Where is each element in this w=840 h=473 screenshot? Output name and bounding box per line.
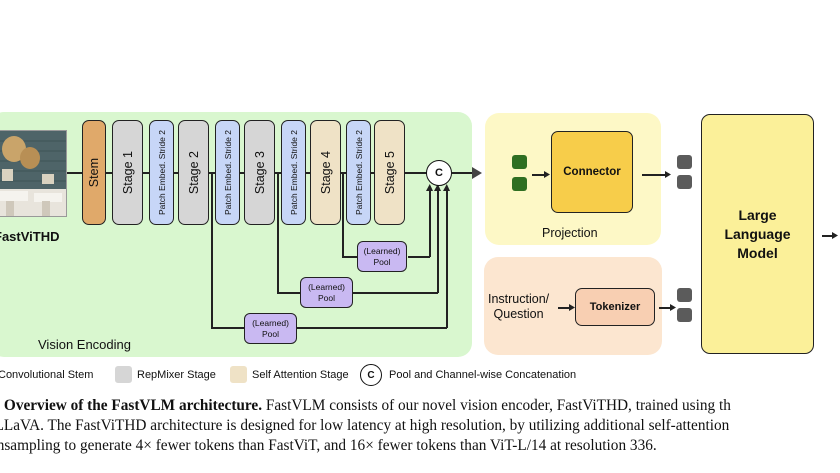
patch-embed-2-block: Patch Embed. Stride 2 xyxy=(215,120,240,225)
restaurant-photo-icon xyxy=(0,131,66,216)
instruction-label-line1: Instruction/ xyxy=(488,292,550,306)
llm-label-line1: Large xyxy=(738,206,777,223)
pool-3-line2: Pool xyxy=(261,328,279,339)
llm-block: Large Language Model xyxy=(701,114,814,354)
caption-line-1: e 2. Overview of the FastVLM architectur… xyxy=(0,396,731,416)
patch-embed-1-label: Patch Embed. Stride 2 xyxy=(156,129,167,216)
pool-1-line2: Pool xyxy=(373,256,391,267)
stem-block: Stem xyxy=(82,120,106,225)
caption-prefix: e 2. xyxy=(0,397,4,414)
skip-line-stage2-h xyxy=(211,327,245,329)
arrow-right-icon xyxy=(832,232,838,239)
input-image xyxy=(0,130,67,217)
llm-label-line3: Model xyxy=(737,244,778,261)
skip-line-stage2 xyxy=(211,173,213,328)
stage-4-label: Stage 4 xyxy=(318,150,333,195)
patch-embed-3-label: Patch Embed. Stride 2 xyxy=(288,129,299,216)
stage-3-label: Stage 3 xyxy=(252,150,267,195)
tokenizer-block: Tokenizer xyxy=(575,288,655,326)
arrowhead-pool2 xyxy=(434,184,441,191)
stage-4-block: Stage 4 xyxy=(310,120,341,225)
visual-token-2 xyxy=(512,177,527,191)
stage-2-block: Stage 2 xyxy=(178,120,209,225)
llm-out-line xyxy=(822,235,834,237)
concat-symbol: C xyxy=(435,167,443,179)
pool-3-line1: (Learned) xyxy=(252,318,289,329)
legend-concat: Pool and Channel-wise Concatenation xyxy=(389,369,577,381)
arrowhead-pool3 xyxy=(443,184,450,191)
pool2-up-line xyxy=(437,187,439,293)
instruction-label-line2: Question xyxy=(493,307,544,321)
stage-5-label: Stage 5 xyxy=(382,150,397,195)
arrow-right-icon xyxy=(665,171,671,178)
connector-block: Connector xyxy=(551,131,633,213)
stem-label: Stem xyxy=(87,157,101,188)
legend-repmixer: RepMixer Stage xyxy=(137,369,216,381)
pool3-up-line xyxy=(446,187,448,328)
learned-pool-1: (Learned) Pool xyxy=(357,241,407,272)
arrow-right-icon xyxy=(544,171,550,178)
pool3-out-line xyxy=(296,327,447,329)
caption-line-2: as LLaVA. The FastViTHD architecture is … xyxy=(0,417,730,434)
legend-self-attention: Self Attention Stage xyxy=(252,369,349,381)
skip-line-stage4 xyxy=(342,173,344,258)
instruction-label: Instruction/ Question xyxy=(488,292,549,322)
skip-line-stage3-h xyxy=(277,292,301,294)
llm-label-line2: Language xyxy=(724,225,791,242)
projection-title: Projection xyxy=(542,226,598,240)
arrow-right-icon xyxy=(472,167,482,179)
legend-concat-symbol: C xyxy=(360,364,382,386)
pool1-up-line xyxy=(429,187,431,257)
patch-embed-1-block: Patch Embed. Stride 2 xyxy=(149,120,174,225)
patch-embed-4-block: Patch Embed. Stride 2 xyxy=(346,120,371,225)
token-to-connector-line xyxy=(532,174,546,176)
pool-1-line1: (Learned) xyxy=(363,246,401,257)
pool-2-line1: (Learned) xyxy=(308,282,345,293)
connector-out-line xyxy=(642,174,666,176)
connector-label: Connector xyxy=(563,166,621,178)
legend-convolutional-stem: Convolutional Stem xyxy=(0,369,94,381)
skip-line-stage4-h xyxy=(342,256,358,258)
arrowhead-pool1 xyxy=(426,184,433,191)
patch-embed-4-label: Patch Embed. Stride 2 xyxy=(353,129,364,216)
stage-5-block: Stage 5 xyxy=(374,120,405,225)
caption-line-3: ownsampling to generate 4× fewer tokens … xyxy=(0,437,657,454)
llm-visual-token-1 xyxy=(677,155,692,169)
legend-concat-letter: C xyxy=(367,369,375,381)
arrow-right-icon xyxy=(670,304,676,311)
arrow-right-icon xyxy=(569,304,575,311)
vision-encoding-title: Vision Encoding xyxy=(38,337,131,352)
tokenizer-label: Tokenizer xyxy=(589,301,641,313)
pool-2-line2: Pool xyxy=(317,292,335,303)
encoder-name-label: FastViTHD xyxy=(0,229,60,244)
tokenizer-out-line xyxy=(659,307,671,309)
caption-line-1-rest: FastVLM consists of our novel vision enc… xyxy=(262,397,731,414)
instruction-to-tokenizer-line xyxy=(558,307,570,309)
caption-title: Overview of the FastVLM architecture. xyxy=(3,397,263,414)
concat-circle: C xyxy=(426,160,452,186)
legend-swatch-repmixer xyxy=(115,366,132,383)
stage-3-block: Stage 3 xyxy=(244,120,275,225)
concat-out-line xyxy=(452,172,474,174)
stage-1-block: Stage 1 xyxy=(112,120,143,225)
figure-caption: e 2. Overview of the FastVLM architectur… xyxy=(0,396,731,456)
stage-2-label: Stage 2 xyxy=(186,150,201,195)
llm-text-token-2 xyxy=(677,308,692,322)
concat-arrowheads xyxy=(426,184,450,191)
patch-embed-2-label: Patch Embed. Stride 2 xyxy=(222,129,233,216)
stage-1-label: Stage 1 xyxy=(120,150,135,195)
skip-line-stage3 xyxy=(277,173,279,293)
pool2-out-line xyxy=(352,292,438,294)
visual-token-1 xyxy=(512,155,527,169)
legend-swatch-self-attention xyxy=(230,366,247,383)
learned-pool-3: (Learned) Pool xyxy=(244,313,297,344)
learned-pool-2: (Learned) Pool xyxy=(300,277,353,308)
pool1-out-line xyxy=(408,256,430,258)
llm-text-token-1 xyxy=(677,288,692,302)
llm-visual-token-2 xyxy=(677,175,692,189)
patch-embed-3-block: Patch Embed. Stride 2 xyxy=(281,120,306,225)
